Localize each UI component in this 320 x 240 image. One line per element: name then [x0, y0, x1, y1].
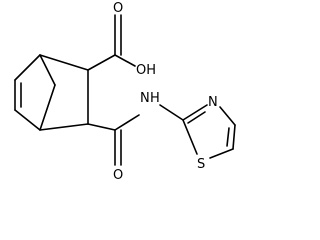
carboxylic-acid-group: O OH [87, 1, 156, 78]
bond-c3-c4 [14, 109, 41, 131]
bond-thiazole-c2-n3-inner [187, 111, 206, 124]
amide-nitrogen-label: N [140, 91, 150, 106]
thiazole-ring: N S [182, 95, 236, 172]
carboxyl-hydroxyl-label: OH [136, 63, 156, 78]
thiazole-sulfur-label: S [197, 157, 205, 172]
bond-amide-n-thiazole-c2 [159, 104, 184, 121]
bridge-bond-c1-c7 [39, 54, 56, 86]
bond-thiazole-s1-c2 [182, 119, 198, 155]
molecule-drawing: O OH O N H N S [14, 1, 236, 182]
bond-c4-c5 [39, 123, 89, 131]
carboxyl-oxygen-label: O [113, 1, 123, 16]
structure-canvas: O OH O N H N S [14, 1, 236, 182]
bond-thiazole-c4-c5 [232, 124, 236, 150]
bond-c6-carboxyl-c [87, 54, 116, 71]
amide-oxygen-label: O [113, 168, 123, 182]
bond-c5-amide-c [87, 123, 116, 131]
thiazole-nitrogen-label: N [208, 95, 218, 110]
amide-hydrogen-label: H [150, 91, 160, 106]
amide-group: O N H [87, 91, 184, 182]
bond-thiazole-c4-c5-inner [226, 127, 230, 147]
bond-c1-c2 [14, 54, 41, 81]
bond-c6-c1 [39, 54, 89, 71]
bridge-bond-c7-c4 [39, 84, 56, 131]
bond-carboxyl-c-oh [114, 54, 136, 67]
norbornene-ring [14, 54, 89, 131]
bond-amide-c-n [114, 114, 140, 131]
bond-thiazole-c5-s1 [209, 148, 234, 159]
bond-thiazole-c2-n3 [182, 104, 208, 121]
bond-thiazole-n3-c4 [219, 106, 236, 126]
